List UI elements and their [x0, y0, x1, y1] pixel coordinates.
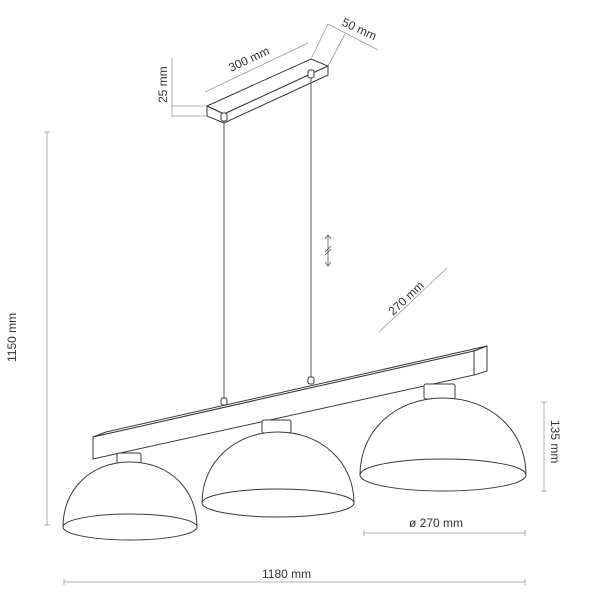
dimension-total-height: 1150 mm [5, 131, 50, 526]
canopy-height-label: 25 mm [156, 66, 170, 103]
dimension-bar-depth: 270 mm [378, 267, 448, 333]
dimension-total-length: 1180 mm [63, 567, 526, 585]
dimension-shade-diameter: ø 270 mm [363, 516, 526, 536]
shade-height-label: 135 mm [548, 420, 562, 463]
wooden-bar [92, 345, 488, 460]
dimension-canopy-width: 50 mm [310, 15, 379, 67]
canopy-length-label: 300 mm [226, 44, 271, 75]
lamp-shade-left [62, 452, 198, 541]
total-length-label: 1180 mm [262, 567, 311, 581]
ceiling-canopy [205, 58, 330, 124]
dimension-shade-height: 135 mm [541, 401, 562, 492]
double-arrow-break-icon [324, 234, 332, 267]
bar-depth-label: 270 mm [385, 278, 426, 318]
canopy-width-label: 50 mm [340, 15, 379, 43]
dimension-canopy-height: 25 mm [156, 58, 207, 117]
lamp-shade-right [359, 383, 527, 492]
shade-diameter-label: ø 270 mm [409, 516, 463, 530]
total-height-label: 1150 mm [5, 313, 19, 362]
lamp-shade-middle [201, 419, 355, 518]
